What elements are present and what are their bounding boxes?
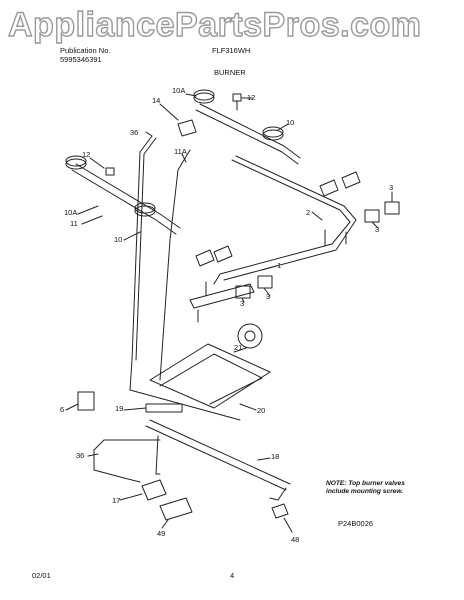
leveler-48 bbox=[271, 503, 289, 519]
burner-head-front-right bbox=[134, 205, 156, 217]
callout-label: 11 bbox=[70, 219, 78, 228]
rear-burner-tube bbox=[199, 103, 301, 159]
igniter-6 bbox=[77, 391, 95, 411]
callout-label: 12 bbox=[82, 150, 90, 159]
callout-label: 2 bbox=[306, 208, 310, 217]
orifice-holder-14 bbox=[177, 119, 197, 137]
callout-label: 3 bbox=[240, 299, 244, 308]
callout-label: 21 bbox=[234, 343, 242, 352]
callout-label: 10 bbox=[286, 118, 294, 127]
diagram-id: P24B0026 bbox=[338, 519, 374, 528]
callout-label: 6 bbox=[60, 405, 64, 414]
callout-label: 14 bbox=[152, 96, 160, 105]
valve-bracket bbox=[189, 283, 255, 309]
note-line-1: NOTE: Top burner valves bbox=[326, 480, 405, 487]
callout-label: 3 bbox=[389, 183, 393, 192]
igniter-21-detail bbox=[237, 323, 263, 349]
gas-tube-36-bottom bbox=[93, 439, 161, 483]
gas-tube-36-top bbox=[129, 135, 153, 391]
footer-date: 02/01 bbox=[32, 571, 51, 580]
callout-label: 11A bbox=[174, 147, 187, 156]
plate-3-c bbox=[257, 275, 273, 289]
regulator-17 bbox=[141, 479, 167, 501]
callout-label: 20 bbox=[257, 406, 265, 415]
bracket-49 bbox=[159, 497, 193, 521]
watermark-logo: AppliancePartsPros.com bbox=[7, 5, 422, 44]
callout-label: 10A bbox=[172, 86, 185, 95]
callout-label: 36 bbox=[76, 451, 84, 460]
baffle-20 bbox=[149, 343, 271, 409]
footer-page: 4 bbox=[230, 571, 235, 580]
callout-label: 12 bbox=[247, 93, 255, 102]
callout-label: 19 bbox=[115, 404, 123, 413]
publication-label: Publication No. bbox=[60, 46, 111, 55]
callout-label: 17 bbox=[112, 496, 120, 505]
bake-burner-18 bbox=[149, 419, 291, 485]
manifold-pipe bbox=[213, 159, 351, 285]
callout-label: 10 bbox=[114, 235, 122, 244]
igniter-12-top bbox=[232, 93, 242, 102]
burner-head-front-left bbox=[65, 158, 87, 170]
burner-head-rear-right bbox=[262, 129, 284, 141]
callout-label: 1 bbox=[277, 261, 281, 270]
callout-label: 49 bbox=[157, 529, 165, 538]
callout-label: 3 bbox=[375, 225, 379, 234]
section-title: BURNER bbox=[214, 68, 246, 77]
valve-upper bbox=[319, 179, 339, 197]
tube-11A bbox=[159, 149, 191, 381]
callout-label: 48 bbox=[291, 535, 299, 544]
note-line-2: include mounting screw. bbox=[326, 488, 404, 495]
burner-head-rear-left bbox=[193, 92, 215, 104]
callout-label: 36 bbox=[130, 128, 138, 137]
model-number: FLF316WH bbox=[212, 46, 251, 55]
publication-number: 5995346391 bbox=[60, 55, 102, 64]
plate-3-d bbox=[235, 285, 251, 299]
callout-label: 10A bbox=[64, 208, 77, 217]
valve-lower bbox=[195, 249, 215, 267]
plate-3-a bbox=[384, 201, 400, 215]
plate-3-b bbox=[364, 209, 380, 223]
front-burner-tube bbox=[75, 163, 181, 229]
bracket-19 bbox=[145, 403, 183, 413]
igniter-12-left bbox=[105, 167, 115, 176]
callout-label: 3 bbox=[266, 292, 270, 301]
callout-label: 18 bbox=[271, 452, 279, 461]
